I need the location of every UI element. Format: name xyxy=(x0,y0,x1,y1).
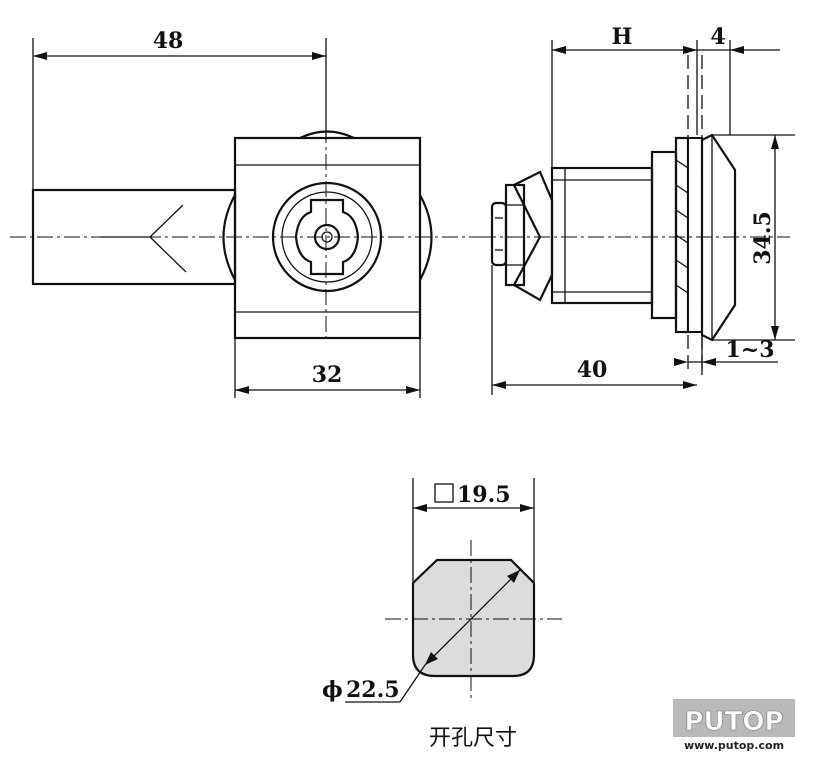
square-symbol-icon xyxy=(434,483,454,503)
svg-text:PUTOP: PUTOP xyxy=(684,707,783,737)
lock-body-side xyxy=(550,166,654,305)
dim-label-48: 48 xyxy=(153,28,184,54)
dim-label-h: H xyxy=(612,24,633,50)
dim-label-22-5: 22.5 xyxy=(346,677,400,703)
dim-label-40: 40 xyxy=(577,357,608,383)
lock-body-front xyxy=(233,136,422,340)
dim-label-32: 32 xyxy=(312,362,343,388)
dim-label-34-5: 34.5 xyxy=(750,211,776,265)
diameter-symbol: ϕ xyxy=(322,677,343,703)
cutout-caption: 开孔尺寸 xyxy=(429,726,517,751)
dim-label-19-5: 19.5 xyxy=(457,482,511,508)
side-view: H 4 xyxy=(480,24,795,395)
dim-label-4: 4 xyxy=(710,24,725,50)
cutout-view: 19.5 ϕ 22.5 开孔尺寸 xyxy=(322,478,562,751)
putop-logo: PUTOP www.putop.com xyxy=(673,699,795,751)
svg-text:www.putop.com: www.putop.com xyxy=(684,739,784,751)
front-view: 48 32 xyxy=(10,28,480,398)
dim-label-1-3: 1~3 xyxy=(725,337,774,363)
